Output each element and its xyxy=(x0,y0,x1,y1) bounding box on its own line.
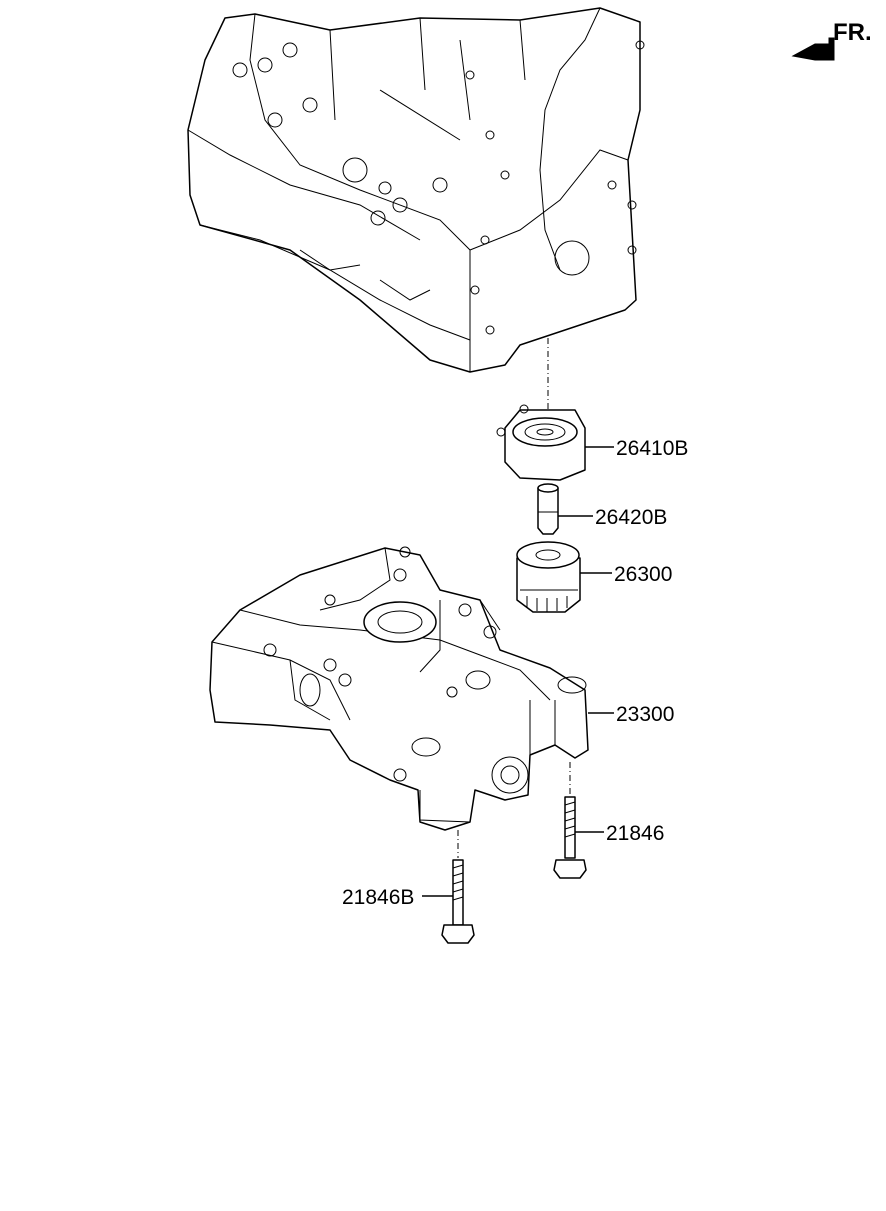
callout-21846B: 21846B xyxy=(342,886,414,909)
callout-23300: 23300 xyxy=(616,703,674,726)
bolt-left xyxy=(441,859,475,944)
callout-21846: 21846 xyxy=(606,822,664,845)
fitting xyxy=(537,483,559,535)
callout-26300: 26300 xyxy=(614,563,672,586)
front-label: FR. xyxy=(833,19,872,46)
oil-cooler xyxy=(496,404,586,481)
engine-block xyxy=(187,7,645,373)
bolt-right xyxy=(553,796,587,879)
front-orientation-marker: FR. xyxy=(791,19,872,61)
front-direction-arrow-icon xyxy=(791,37,835,61)
oil-pump-assembly xyxy=(209,546,589,831)
callout-26410B: 26410B xyxy=(616,437,688,460)
oil-filter xyxy=(516,541,581,613)
callout-26420B: 26420B xyxy=(595,506,667,529)
